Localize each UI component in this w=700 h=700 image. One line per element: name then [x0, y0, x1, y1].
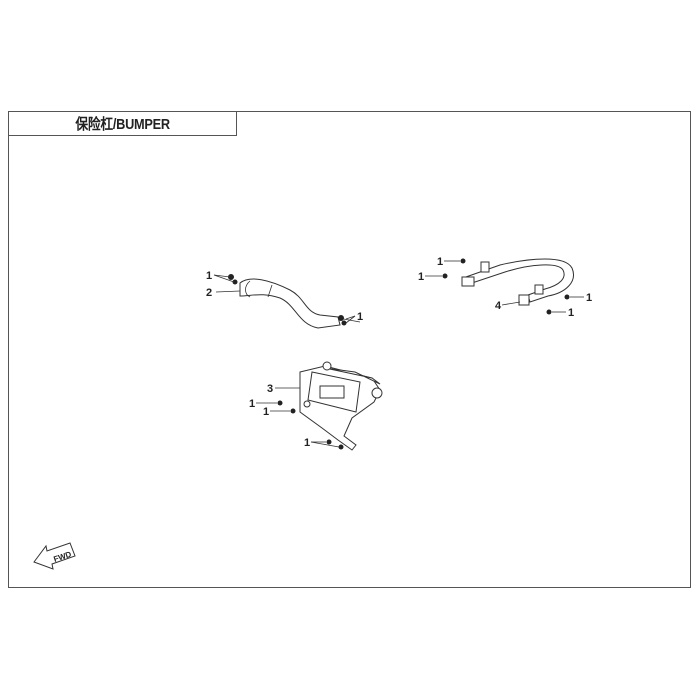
nut-icon	[232, 279, 238, 285]
callout-1: 1	[418, 271, 424, 283]
callout-1: 1	[249, 398, 255, 410]
callout-1: 1	[263, 406, 269, 418]
callout-1: 1	[357, 311, 363, 323]
callout-1: 1	[586, 292, 592, 304]
nut-icon	[290, 408, 296, 414]
nut-icon	[564, 294, 570, 300]
nut-icon	[546, 309, 552, 315]
title-text: 保险杠/BUMPER	[75, 116, 170, 133]
nut-group	[228, 274, 347, 326]
fwd-arrow-icon: FWD	[33, 542, 76, 570]
callout-1: 1	[437, 256, 443, 268]
callout-1: 1	[304, 437, 310, 449]
nut-icon	[338, 315, 344, 321]
nut-icon	[460, 258, 466, 264]
nut-icon	[338, 444, 344, 450]
callout-3: 3	[267, 383, 273, 395]
nut-icon	[228, 274, 234, 280]
callout-1: 1	[206, 270, 212, 282]
nut-icon	[277, 400, 283, 406]
callout-2: 2	[206, 287, 212, 299]
nut-icon	[341, 320, 347, 326]
nut-icon	[326, 439, 332, 445]
page-title: 保险杠/BUMPER	[8, 111, 237, 136]
callout-1: 1	[568, 307, 574, 319]
diagram-frame	[8, 111, 691, 588]
part-3-bracket[interactable]	[299, 361, 383, 451]
callout-4: 4	[495, 300, 502, 312]
nut-icon	[442, 273, 448, 279]
part-4-rear-bumper[interactable]	[461, 258, 574, 306]
